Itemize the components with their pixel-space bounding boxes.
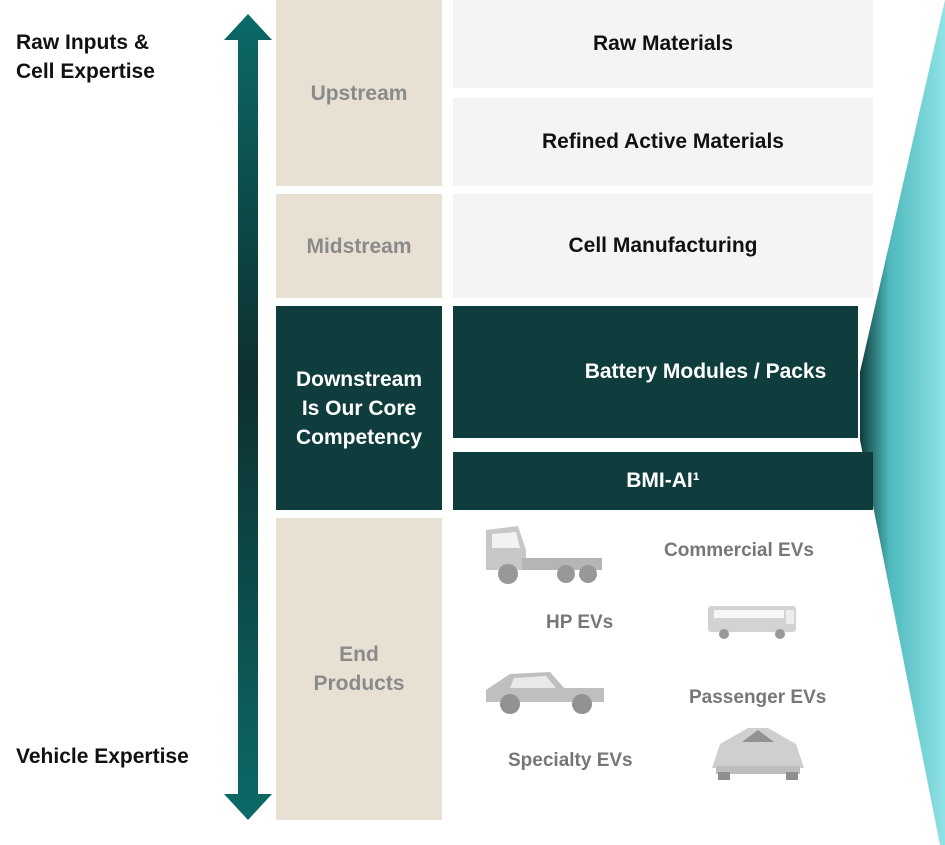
stage-battery-modules-packs: Battery Modules / Packs <box>453 306 858 438</box>
top-axis-label: Raw Inputs & Cell Expertise <box>16 31 155 83</box>
label-commercial-evs: Commercial EVs <box>664 540 814 561</box>
category-end-products: End Products <box>276 518 442 820</box>
bottom-axis-label: Vehicle Expertise <box>16 745 189 768</box>
stage-raw-materials: Raw Materials <box>453 0 873 88</box>
arrow-shape <box>224 14 272 820</box>
label-hp-evs: HP EVs <box>546 612 614 633</box>
truck-image <box>486 526 602 584</box>
bus-image <box>708 606 796 639</box>
label-specialty-evs: Specialty EVs <box>508 750 633 771</box>
stage-refined-active-materials: Refined Active Materials <box>453 98 873 186</box>
value-chain-arrow <box>224 14 272 820</box>
label-passenger-evs: Passenger EVs <box>689 687 827 708</box>
stage-bmi-ai: BMI-AI¹ <box>453 452 873 510</box>
wedge-shape <box>860 0 945 845</box>
category-upstream: Upstream <box>276 0 442 186</box>
category-midstream: Midstream <box>276 194 442 298</box>
sportscar-image <box>712 728 804 780</box>
pickup-image <box>486 672 604 714</box>
core-competency-wedge <box>860 0 945 845</box>
stage-cell-manufacturing: Cell Manufacturing <box>453 194 873 298</box>
category-downstream: Downstream Is Our Core Competency <box>276 306 442 510</box>
